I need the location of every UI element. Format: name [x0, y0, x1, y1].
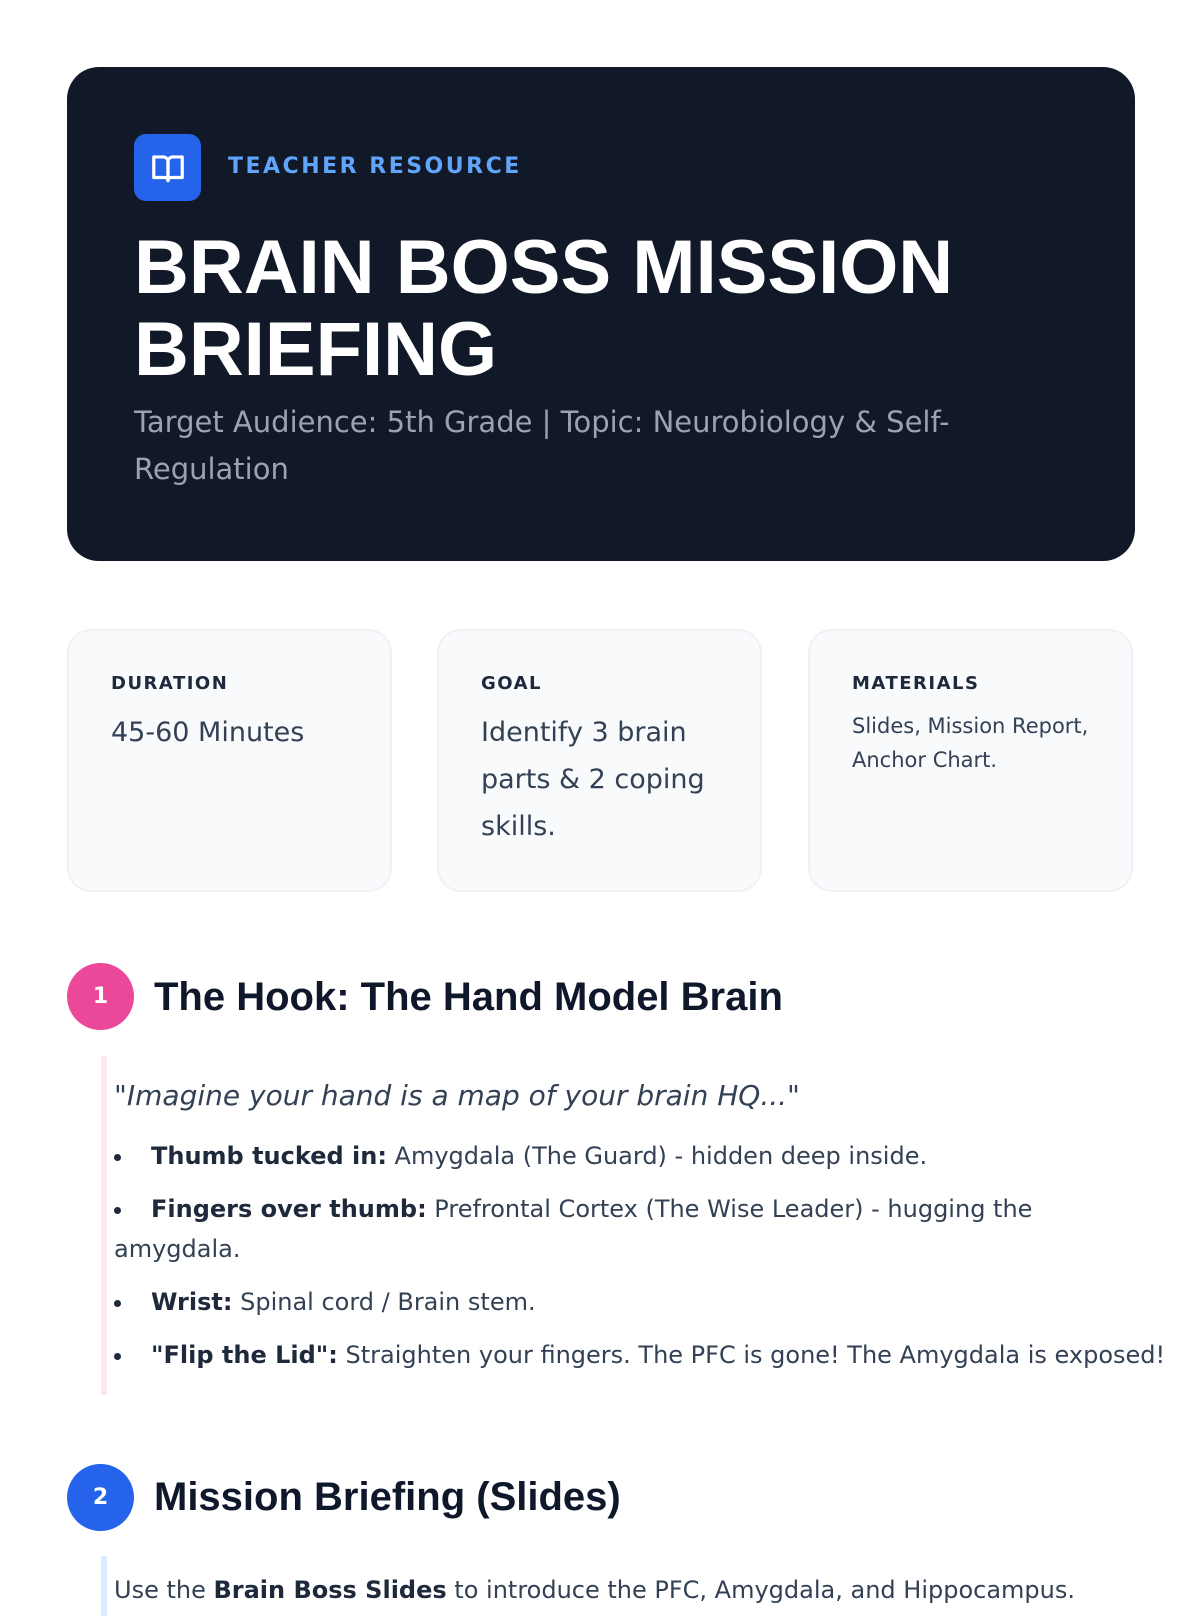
- info-value: Identify 3 brain parts & 2 coping skills…: [481, 717, 705, 842]
- list-item: "Flip the Lid": Straighten your fingers.…: [114, 1335, 1165, 1375]
- info-label: MATERIALS: [852, 673, 980, 694]
- info-value: Slides, Mission Report, Anchor Chart.: [852, 714, 1089, 772]
- list-term: Wrist:: [151, 1288, 233, 1316]
- page-title: BRAIN BOSS MISSION BRIEFING: [134, 225, 954, 392]
- section-heading: The Hook: The Hand Model Brain: [154, 975, 783, 1019]
- bullet-icon: [114, 1352, 121, 1360]
- slides-content: Use the Brain Boss Slides to introduce t…: [101, 1556, 1141, 1616]
- info-card-materials: MATERIALS Slides, Mission Report, Anchor…: [808, 629, 1133, 892]
- list-text: Amygdala (The Guard) - hidden deep insid…: [386, 1142, 928, 1170]
- info-card-duration: DURATION 45-60 Minutes: [67, 629, 392, 892]
- hand-model-list: Thumb tucked in: Amygdala (The Guard) - …: [114, 1136, 1165, 1375]
- text: to introduce the PFC, Amygdala, and Hipp…: [446, 1576, 1075, 1604]
- info-label: GOAL: [481, 673, 542, 694]
- list-item: Thumb tucked in: Amygdala (The Guard) - …: [114, 1136, 1141, 1176]
- list-term: "Flip the Lid":: [151, 1341, 338, 1369]
- header-banner: TEACHER RESOURCE BRAIN BOSS MISSION BRIE…: [67, 67, 1135, 561]
- info-label: DURATION: [111, 673, 229, 694]
- slides-paragraph: Use the Brain Boss Slides to introduce t…: [114, 1570, 1141, 1610]
- list-text: Straighten your fingers. The PFC is gone…: [337, 1341, 1166, 1369]
- list-item: Fingers over thumb: Prefrontal Cortex (T…: [114, 1189, 1141, 1269]
- book-open-icon: [134, 134, 201, 201]
- step-number-badge: 2: [67, 1464, 134, 1531]
- list-text: Spinal cord / Brain stem.: [232, 1288, 536, 1316]
- step-number-badge: 1: [67, 963, 134, 1030]
- list-item: Wrist: Spinal cord / Brain stem.: [114, 1282, 1141, 1322]
- list-term: Thumb tucked in:: [151, 1142, 387, 1170]
- slides-name: Brain Boss Slides: [213, 1576, 447, 1604]
- list-text: Prefrontal Cortex (The Wise Leader) - hu…: [114, 1195, 1033, 1263]
- hook-content: "Imagine your hand is a map of your brai…: [101, 1056, 1165, 1395]
- bullet-icon: [114, 1299, 121, 1307]
- eyebrow-label: TEACHER RESOURCE: [228, 154, 522, 179]
- page-subtitle: Target Audience: 5th Grade | Topic: Neur…: [134, 405, 950, 486]
- text: Use the: [114, 1576, 214, 1604]
- section-heading: Mission Briefing (Slides): [154, 1475, 621, 1519]
- bullet-icon: [114, 1206, 121, 1214]
- info-value: 45-60 Minutes: [111, 717, 305, 748]
- info-card-goal: GOAL Identify 3 brain parts & 2 coping s…: [437, 629, 762, 892]
- list-term: Fingers over thumb:: [151, 1195, 427, 1223]
- hook-quote: "Imagine your hand is a map of your brai…: [114, 1079, 800, 1112]
- bullet-icon: [114, 1153, 121, 1161]
